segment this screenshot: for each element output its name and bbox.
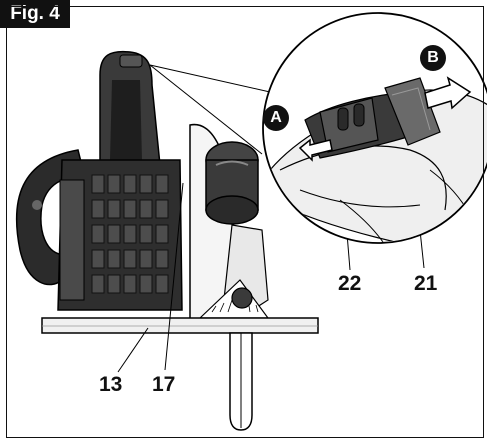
on-off-switch (384, 77, 441, 146)
base-plate (41, 317, 319, 334)
vent-grille (91, 174, 169, 294)
callout-22: 22 (338, 272, 362, 295)
callout-13: 13 (99, 373, 123, 396)
callout-17: 17 (152, 373, 176, 396)
direction-b-badge: B (420, 45, 446, 71)
figure-label: Fig. 4 (0, 0, 70, 28)
detail-switch-closeup (269, 76, 487, 242)
direction-a-badge: A (263, 105, 289, 131)
arrow-a (298, 138, 333, 162)
arrow-b (424, 76, 472, 110)
leader-13 (117, 327, 149, 373)
leader-17 (164, 182, 184, 371)
callout-21: 21 (414, 272, 438, 295)
bevel-knob (231, 287, 253, 309)
